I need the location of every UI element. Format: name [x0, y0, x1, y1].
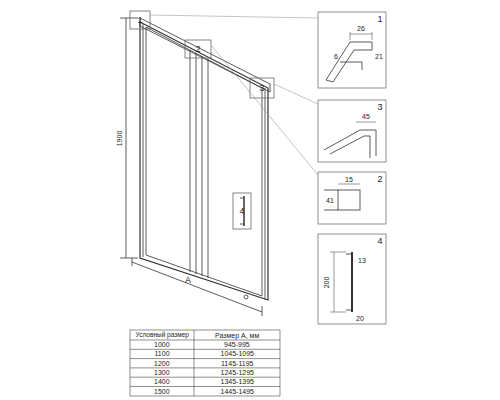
callout-number: 1 [378, 15, 383, 24]
dimension: 200 [323, 275, 330, 289]
dimension: 20 [356, 315, 364, 322]
table-cell: 1400 [154, 378, 170, 385]
table-cell: 1000 [154, 341, 170, 348]
table-cell: 1045-1095 [221, 350, 254, 357]
dimension: 21 [375, 53, 383, 60]
table-cell: 1445-1495 [221, 388, 254, 395]
callout-number: 4 [240, 207, 245, 216]
dimension: 15 [345, 176, 353, 183]
table-cell: 1245-1295 [221, 369, 254, 376]
table-cell: 1500 [154, 388, 170, 395]
callout-number: 3 [378, 103, 383, 112]
callout-number: 2 [196, 45, 201, 54]
table-cell: 1300 [154, 369, 170, 376]
table-cell: Условный размер [136, 332, 189, 339]
table-cell: 1200 [154, 360, 170, 367]
callout-number: 3 [260, 84, 265, 93]
callout-number: 4 [378, 237, 383, 246]
dimension: A [185, 276, 191, 285]
callout-number: 1 [138, 16, 143, 25]
dimension: 41 [326, 197, 334, 204]
table-cell: 1345-1395 [221, 378, 254, 385]
dimension: 45 [362, 113, 370, 120]
dimension: 1900 [116, 129, 123, 147]
table-cell: 945-995 [224, 341, 250, 348]
callout-number: 2 [378, 175, 383, 184]
table-cell: 1145-1195 [221, 360, 253, 367]
dimension: 26 [357, 25, 365, 32]
table-cell: Размер А, мм [215, 332, 259, 339]
table-cell: 1100 [155, 350, 170, 357]
dimension: 6 [334, 53, 338, 60]
dimension: 13 [358, 257, 366, 264]
